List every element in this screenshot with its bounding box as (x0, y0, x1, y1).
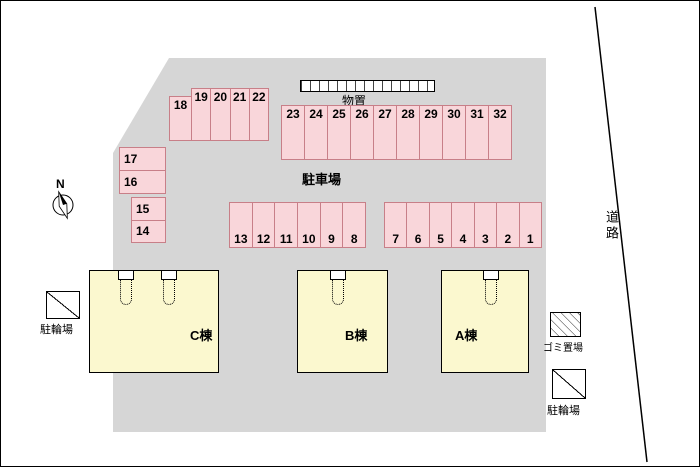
garbage-label: ゴミ置場 (543, 343, 583, 354)
parking-stall-23: 23 (281, 105, 305, 160)
entrance-porch (161, 270, 177, 305)
bicycle-shelter-right (552, 369, 586, 399)
building-c: C棟 (89, 270, 219, 373)
stairs-icon (485, 280, 497, 305)
parking-stall-9: 9 (319, 202, 344, 248)
parking-stall-26: 26 (350, 105, 374, 160)
entrance-icon (330, 270, 346, 280)
stairs-icon (332, 280, 344, 305)
entrance-porch (330, 270, 346, 305)
parking-stall-4: 4 (451, 202, 475, 248)
parking-stall-17: 17 (119, 147, 166, 171)
parking-stall-29: 29 (419, 105, 443, 160)
compass-icon: N (52, 177, 74, 220)
bicycle-left-label: 駐輪場 (40, 324, 73, 336)
parking-stall-32: 32 (488, 105, 512, 160)
bicycle-shelter-left (46, 291, 80, 319)
parking-stall-28: 28 (396, 105, 420, 160)
parking-group-18: 18 (169, 96, 192, 141)
parking-stall-22: 22 (248, 88, 269, 141)
building-a: A棟 (441, 270, 529, 373)
parking-stall-2: 2 (496, 202, 520, 248)
building-b-label: B棟 (345, 328, 368, 343)
parking-lot-label: 駐車場 (302, 172, 342, 187)
parking-stall-10: 10 (297, 202, 321, 248)
storage-label: 物置 (342, 94, 367, 108)
parking-stall-15: 15 (131, 197, 166, 221)
parking-stall-21: 21 (229, 88, 250, 141)
garbage-area (550, 312, 581, 337)
entrance-porch (483, 270, 499, 305)
compass-north-label: N (56, 177, 65, 191)
entrance-icon (118, 270, 134, 280)
parking-stall-7: 7 (384, 202, 408, 248)
parking-stall-11: 11 (274, 202, 299, 248)
stairs-icon (163, 280, 175, 305)
building-a-label: A棟 (455, 328, 478, 343)
stairs-icon (120, 280, 132, 305)
parking-stall-1: 1 (518, 202, 542, 248)
parking-stall-12: 12 (251, 202, 276, 248)
parking-stall-24: 24 (304, 105, 328, 160)
building-c-label: C棟 (190, 328, 213, 343)
storage-shed (300, 80, 435, 92)
parking-stall-5: 5 (428, 202, 453, 248)
entrance-icon (161, 270, 177, 280)
parking-stall-27: 27 (373, 105, 397, 160)
parking-stall-19: 19 (191, 88, 212, 141)
parking-stall-8: 8 (342, 202, 367, 248)
building-b: B棟 (297, 270, 388, 373)
parking-stall-31: 31 (465, 105, 489, 160)
parking-stall-13: 13 (229, 202, 253, 248)
parking-stall-14: 14 (131, 219, 166, 243)
entrance-porch (118, 270, 134, 305)
parking-stall-3: 3 (473, 202, 498, 248)
parking-stall-6: 6 (406, 202, 430, 248)
parking-stall-18: 18 (169, 96, 192, 141)
entrance-icon (483, 270, 499, 280)
road-boundary-line (594, 6, 648, 463)
parking-stall-30: 30 (442, 105, 466, 160)
bicycle-right-label: 駐輪場 (547, 405, 580, 417)
road-label: 道路 (604, 210, 619, 242)
parking-stall-16: 16 (119, 170, 166, 194)
parking-stall-25: 25 (327, 105, 351, 160)
parking-stall-20: 20 (210, 88, 231, 141)
